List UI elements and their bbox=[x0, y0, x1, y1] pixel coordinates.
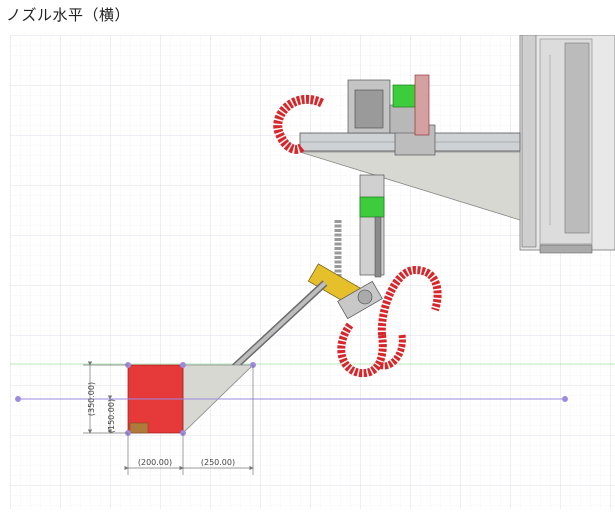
block-base bbox=[129, 422, 149, 434]
wall-frame bbox=[519, 34, 615, 254]
cable-chain-lower-left bbox=[337, 322, 387, 378]
vertical-column bbox=[359, 174, 385, 278]
cable-chain-lower-mid bbox=[378, 334, 406, 370]
cable-chain-top bbox=[273, 94, 324, 154]
dimension-width-chute: (250.00) bbox=[201, 458, 235, 467]
cable-chain-lower-right bbox=[377, 265, 442, 336]
nozzle-joint bbox=[307, 263, 383, 320]
dimension-lines bbox=[83, 361, 254, 475]
motor-unit bbox=[347, 74, 430, 136]
page-title: ノズル水平（横） bbox=[6, 6, 131, 24]
dimension-height-overall: (350.00) bbox=[87, 382, 96, 416]
dimension-width-block: (200.00) bbox=[138, 458, 172, 467]
dimension-height-lower: (150.00) bbox=[107, 399, 116, 433]
cad-viewport[interactable]: (350.00) (150.00) (200.00) (250.00) bbox=[10, 34, 615, 509]
